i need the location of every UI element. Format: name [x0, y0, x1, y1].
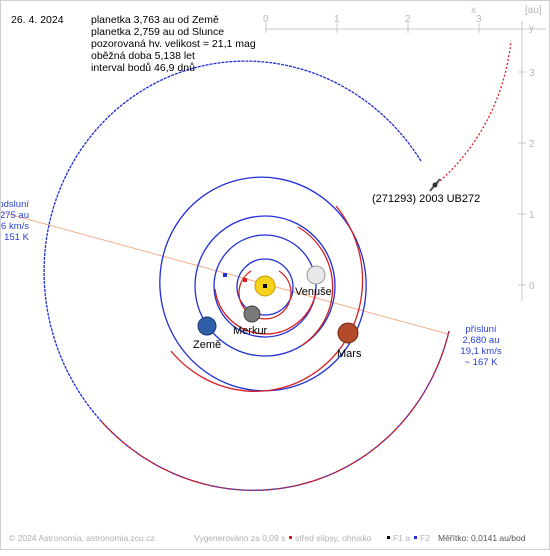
- perihelion-temperature: ~ 167 K: [464, 357, 498, 368]
- aphelion-title: odsluní: [1, 199, 29, 210]
- mars-orbit-south: [170, 205, 364, 393]
- mars-icon: [337, 322, 359, 344]
- aphelion-info: odsluní 275 au 36 km/s 151 K: [0, 199, 30, 243]
- info-line-1: planetka 3,763 au od Země: [91, 14, 219, 26]
- generated-time: Vygenerováno za 0,09 s: [194, 533, 286, 543]
- aphelion-distance: 275 au: [1, 210, 29, 221]
- earth-label: Země: [193, 339, 221, 351]
- focus-f2-marker: [223, 273, 227, 277]
- sun-focus-marker: [263, 284, 267, 288]
- ellipse-center-marker: [243, 278, 247, 282]
- unit-label: [au]: [525, 5, 542, 16]
- earth-orbit: [194, 215, 336, 357]
- y-tick-label-3: 3: [529, 68, 535, 79]
- mercury-label: Merkur: [233, 325, 268, 337]
- perihelion-velocity: 19,1 km/s: [460, 346, 501, 357]
- y-tick-label-0: 0: [529, 281, 535, 292]
- asteroid-orbit: [43, 40, 512, 491]
- legend-f2-swatch: [414, 536, 417, 539]
- legend-f1-swatch: [387, 536, 390, 539]
- legend-center-label: střed elipsy, ohnisko: [295, 533, 372, 543]
- mars-label: Mars: [337, 348, 362, 360]
- x-tick-label-3: 3: [476, 14, 482, 25]
- aphelion-velocity: 36 km/s: [1, 221, 29, 232]
- venus-icon: [306, 265, 326, 285]
- perihelion-distance: 2,680 au: [463, 335, 500, 346]
- y-tick-label-1: 1: [529, 210, 535, 221]
- aphelion-temperature: 151 K: [4, 232, 29, 243]
- earth-orbit-east: [297, 226, 334, 347]
- x-tick-label-0: 0: [263, 14, 269, 25]
- scale-label: Měřítko: 0,0141 au/bod: [438, 533, 526, 543]
- asteroid-orbit-outer: [433, 40, 512, 187]
- earth-icon: [197, 316, 217, 336]
- y-tick-label-2: 2: [529, 139, 535, 150]
- x-tick-label-1: 1: [334, 14, 340, 25]
- info-line-3: pozorovaná hv. velikost = 21,1 mag: [91, 38, 256, 50]
- legend-center-swatch: [289, 536, 292, 539]
- x-tick-label-2: 2: [405, 14, 411, 25]
- mercury-orbit: [236, 258, 294, 316]
- axis-labels: 0 1 2 3 x [au] y 3 2 1 0: [263, 5, 542, 292]
- info-line-2: planetka 2,759 au od Slunce: [91, 26, 225, 38]
- venus-label: Venuše: [295, 286, 332, 298]
- asteroid-label: (271293) 2003 UB272: [372, 193, 480, 205]
- axes: [265, 21, 546, 301]
- perihelion-title: přísluní: [465, 324, 497, 335]
- mercury-icon: [243, 305, 261, 323]
- info-line-5: interval bodů 46,9 dnů: [91, 62, 195, 74]
- body-labels: (271293) 2003 UB272 Venuše Merkur Země M…: [193, 193, 480, 360]
- x-axis-label: x: [471, 5, 476, 16]
- asteroid-orbit-south: [100, 330, 450, 491]
- info-line-4: oběžná doba 5,138 let: [91, 50, 195, 62]
- legend-f2-label: F2: [420, 533, 430, 543]
- perihelion-info: přísluní 2,680 au 19,1 km/s ~ 167 K: [460, 324, 501, 368]
- asteroid-orbit-north: [43, 60, 450, 491]
- date-label: 26. 4. 2024: [11, 14, 64, 26]
- mercury-orbit-south: [238, 270, 292, 320]
- copyright-link[interactable]: © 2024 Astronomia, astronomia.zcu.cz: [9, 533, 155, 543]
- venus-orbit-south: [214, 288, 317, 335]
- mars-orbit: [159, 176, 367, 392]
- venus-orbit: [213, 234, 317, 338]
- planet-orbits: [159, 176, 367, 393]
- asteroid-icon: [429, 178, 441, 192]
- y-axis-label: y: [529, 23, 534, 34]
- legend-f1-label: F1 a: [393, 533, 411, 543]
